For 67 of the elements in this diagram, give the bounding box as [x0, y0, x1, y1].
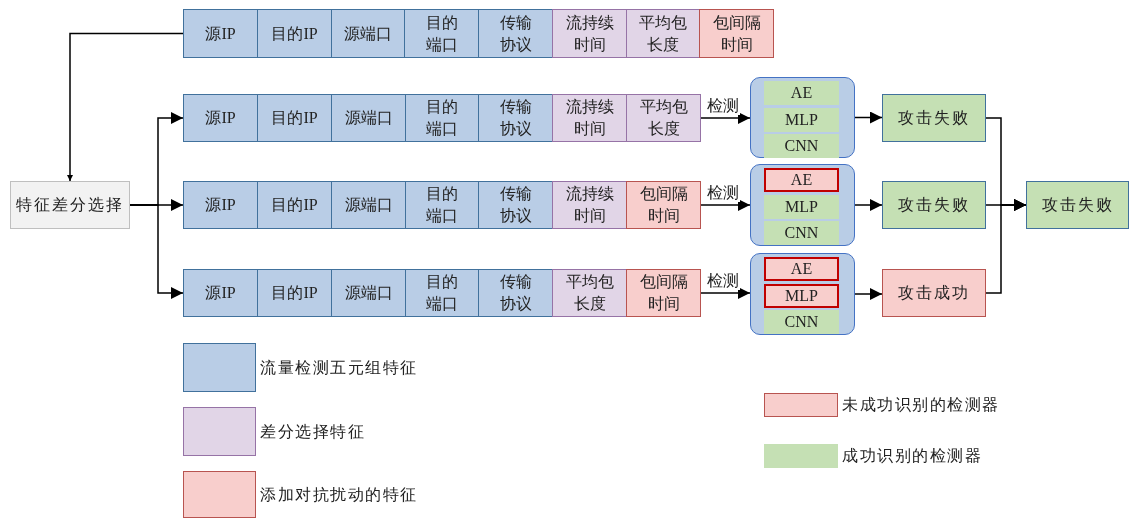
arrow [854, 288, 883, 300]
feature-cell: 平均包长度 [626, 9, 700, 58]
feature-cell: 源IP [183, 181, 258, 229]
feature-cell: 源IP [183, 269, 258, 317]
arrow [129, 204, 184, 299]
feature-cell: 目的端口 [405, 181, 479, 229]
result-box: 攻击失败 [1026, 181, 1129, 229]
feature-cell: 流持续时间 [552, 9, 627, 58]
detector-cell: AE [764, 81, 839, 105]
process-box: 特征差分选择 [10, 181, 130, 229]
feature-cell: 平均包长度 [552, 269, 627, 317]
result-box: 攻击成功 [882, 269, 986, 317]
result-box: 攻击失败 [882, 94, 986, 142]
detector-cell: CNN [764, 134, 839, 158]
feature-row [183, 94, 700, 142]
feature-cell: 目的端口 [405, 269, 479, 317]
arrow [985, 199, 1027, 294]
feature-cell: 传输协议 [478, 181, 553, 229]
edge-label: 检测 [706, 272, 740, 290]
feature-cell: 平均包长度 [626, 94, 701, 142]
feature-cell: 包间隔时间 [699, 9, 774, 58]
arrow [699, 199, 751, 211]
feature-cell: 源端口 [331, 94, 406, 142]
feature-cell: 源端口 [331, 9, 405, 58]
feature-cell: 流持续时间 [552, 94, 627, 142]
result-box: 攻击失败 [882, 181, 986, 229]
feature-row [183, 181, 700, 229]
feature-cell: 流持续时间 [552, 181, 627, 229]
feature-cell: 包间隔时间 [626, 181, 701, 229]
arrow [699, 112, 751, 124]
feature-cell: 传输协议 [478, 94, 553, 142]
arrow [854, 111, 883, 124]
feature-cell: 包间隔时间 [626, 269, 701, 317]
legend-label: 添加对抗扰动的特征 [260, 484, 418, 505]
feature-cell: 源IP [183, 94, 258, 142]
detector-cell: AE [764, 168, 839, 192]
detector-cell: AE [764, 257, 839, 281]
arrow [854, 199, 883, 211]
feature-cell: 源IP [183, 9, 258, 58]
feature-cell: 目的端口 [404, 9, 479, 58]
detector-group [750, 77, 855, 158]
legend-label: 流量检测五元组特征 [260, 357, 418, 378]
feature-cell: 目的IP [257, 269, 332, 317]
detector-group [750, 253, 855, 335]
feature-cell: 目的端口 [405, 94, 479, 142]
detector-cell: MLP [764, 194, 839, 219]
feature-cell: 传输协议 [478, 9, 553, 58]
feature-cell: 源端口 [331, 269, 406, 317]
legend-label: 成功识别的检测器 [842, 446, 982, 466]
feature-cell: 目的IP [257, 9, 332, 58]
arrow [67, 32, 184, 182]
detector-cell: MLP [764, 283, 839, 308]
legend-label: 差分选择特征 [260, 421, 365, 442]
arrow [699, 287, 751, 299]
detector-cell: MLP [764, 107, 839, 132]
feature-cell: 目的IP [257, 181, 332, 229]
feature-cell: 传输协议 [478, 269, 553, 317]
detector-cell: CNN [764, 221, 839, 245]
edge-label: 检测 [706, 97, 740, 115]
feature-row [183, 9, 773, 58]
detector-group [750, 164, 855, 246]
detector-cell: CNN [764, 310, 839, 334]
legend-label: 未成功识别的检测器 [842, 395, 1000, 415]
feature-cell: 目的IP [257, 94, 332, 142]
feature-row [183, 269, 700, 317]
edge-label: 检测 [706, 184, 740, 202]
feature-cell: 源端口 [331, 181, 406, 229]
